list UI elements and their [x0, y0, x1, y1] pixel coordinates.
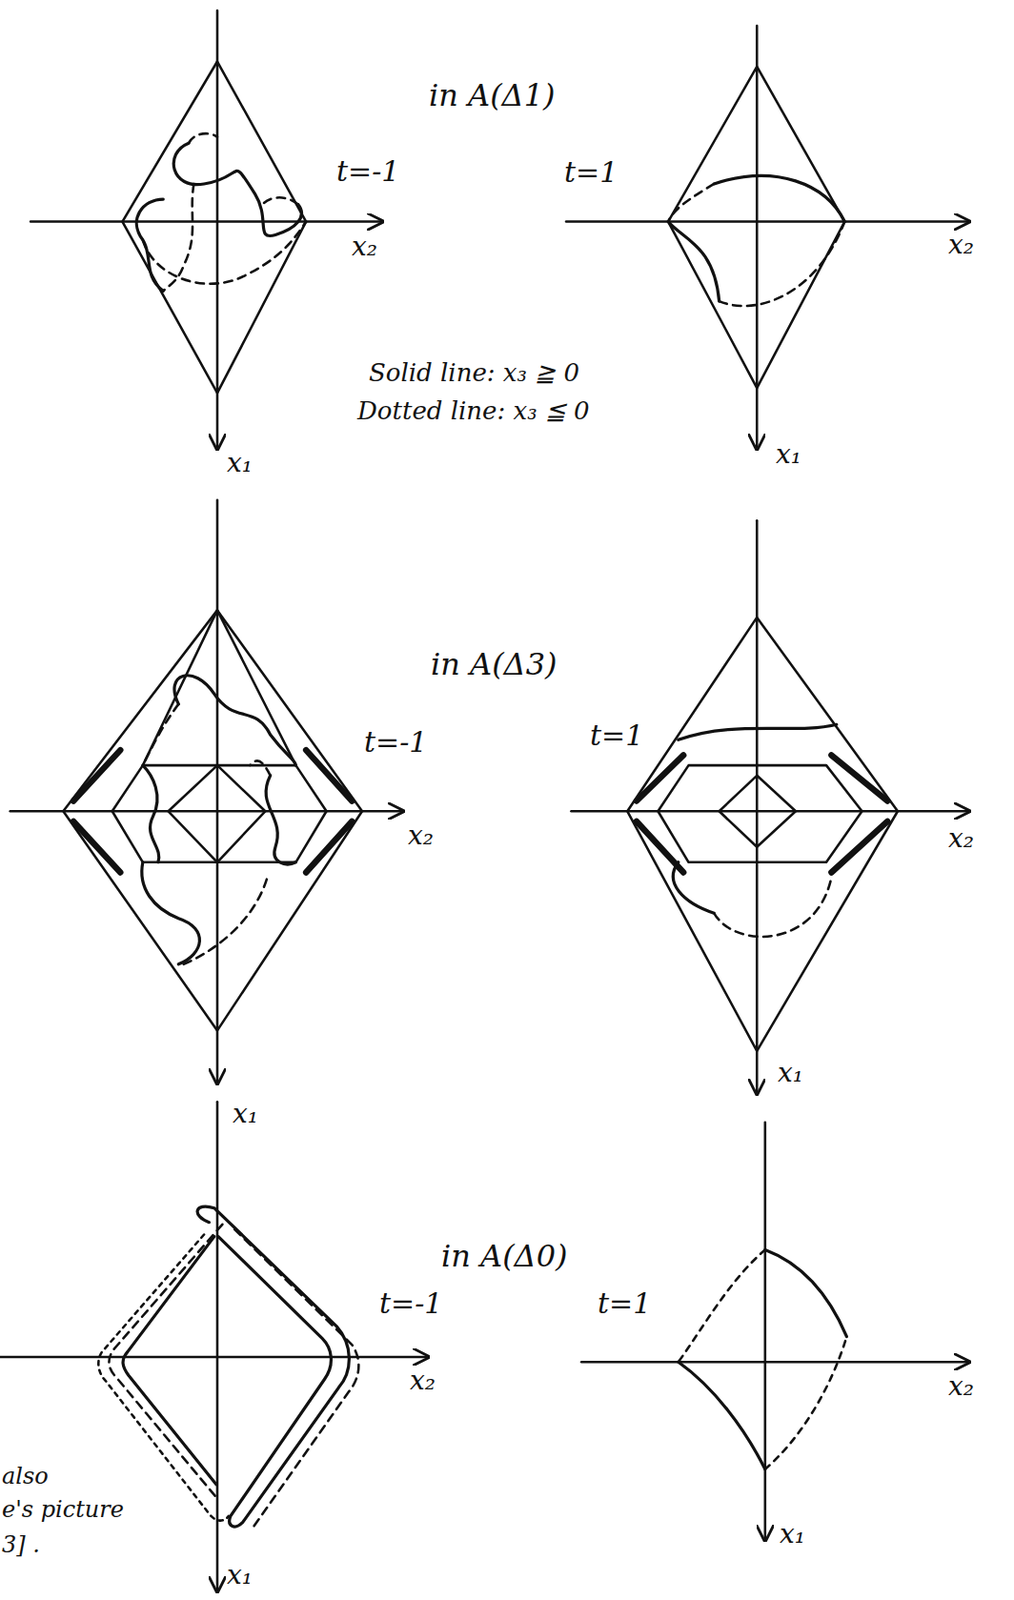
- panel-delta3-right: [570, 520, 969, 1095]
- label: x₁: [779, 1520, 806, 1550]
- label: Solid line: x₃ ≧ 0: [368, 359, 580, 387]
- label: x₁: [226, 448, 253, 479]
- panel-delta1-left: [30, 10, 383, 449]
- panel-delta3-left: [10, 500, 404, 1084]
- label: x₁: [232, 1099, 259, 1130]
- label: t=-1: [379, 1287, 443, 1319]
- panel-delta0-right: [581, 1122, 970, 1542]
- label: Dotted line: x₃ ≦ 0: [357, 397, 590, 426]
- label: t=1: [564, 156, 618, 188]
- label: x₂: [948, 824, 974, 854]
- label: 3] .: [1, 1532, 41, 1558]
- label: x₁: [226, 1561, 253, 1591]
- label: in A(Δ3): [430, 648, 558, 682]
- label: t=1: [597, 1287, 651, 1319]
- panel-delta1-right: [566, 25, 970, 449]
- label: in A(Δ0): [441, 1239, 568, 1274]
- label: in A(Δ1): [428, 79, 556, 113]
- label: t=-1: [364, 726, 427, 758]
- label: x₂: [351, 232, 378, 263]
- label: x₂: [948, 230, 974, 261]
- label: also: [1, 1463, 49, 1489]
- label: e's picture: [1, 1497, 124, 1522]
- label: x₂: [948, 1372, 974, 1402]
- label: t=1: [589, 719, 644, 751]
- label: x₁: [775, 440, 802, 470]
- label: x₂: [409, 1366, 436, 1397]
- label: t=-1: [336, 155, 400, 187]
- label: x₂: [407, 821, 434, 852]
- panel-delta0-left: [0, 1101, 429, 1592]
- label: x₁: [777, 1058, 804, 1089]
